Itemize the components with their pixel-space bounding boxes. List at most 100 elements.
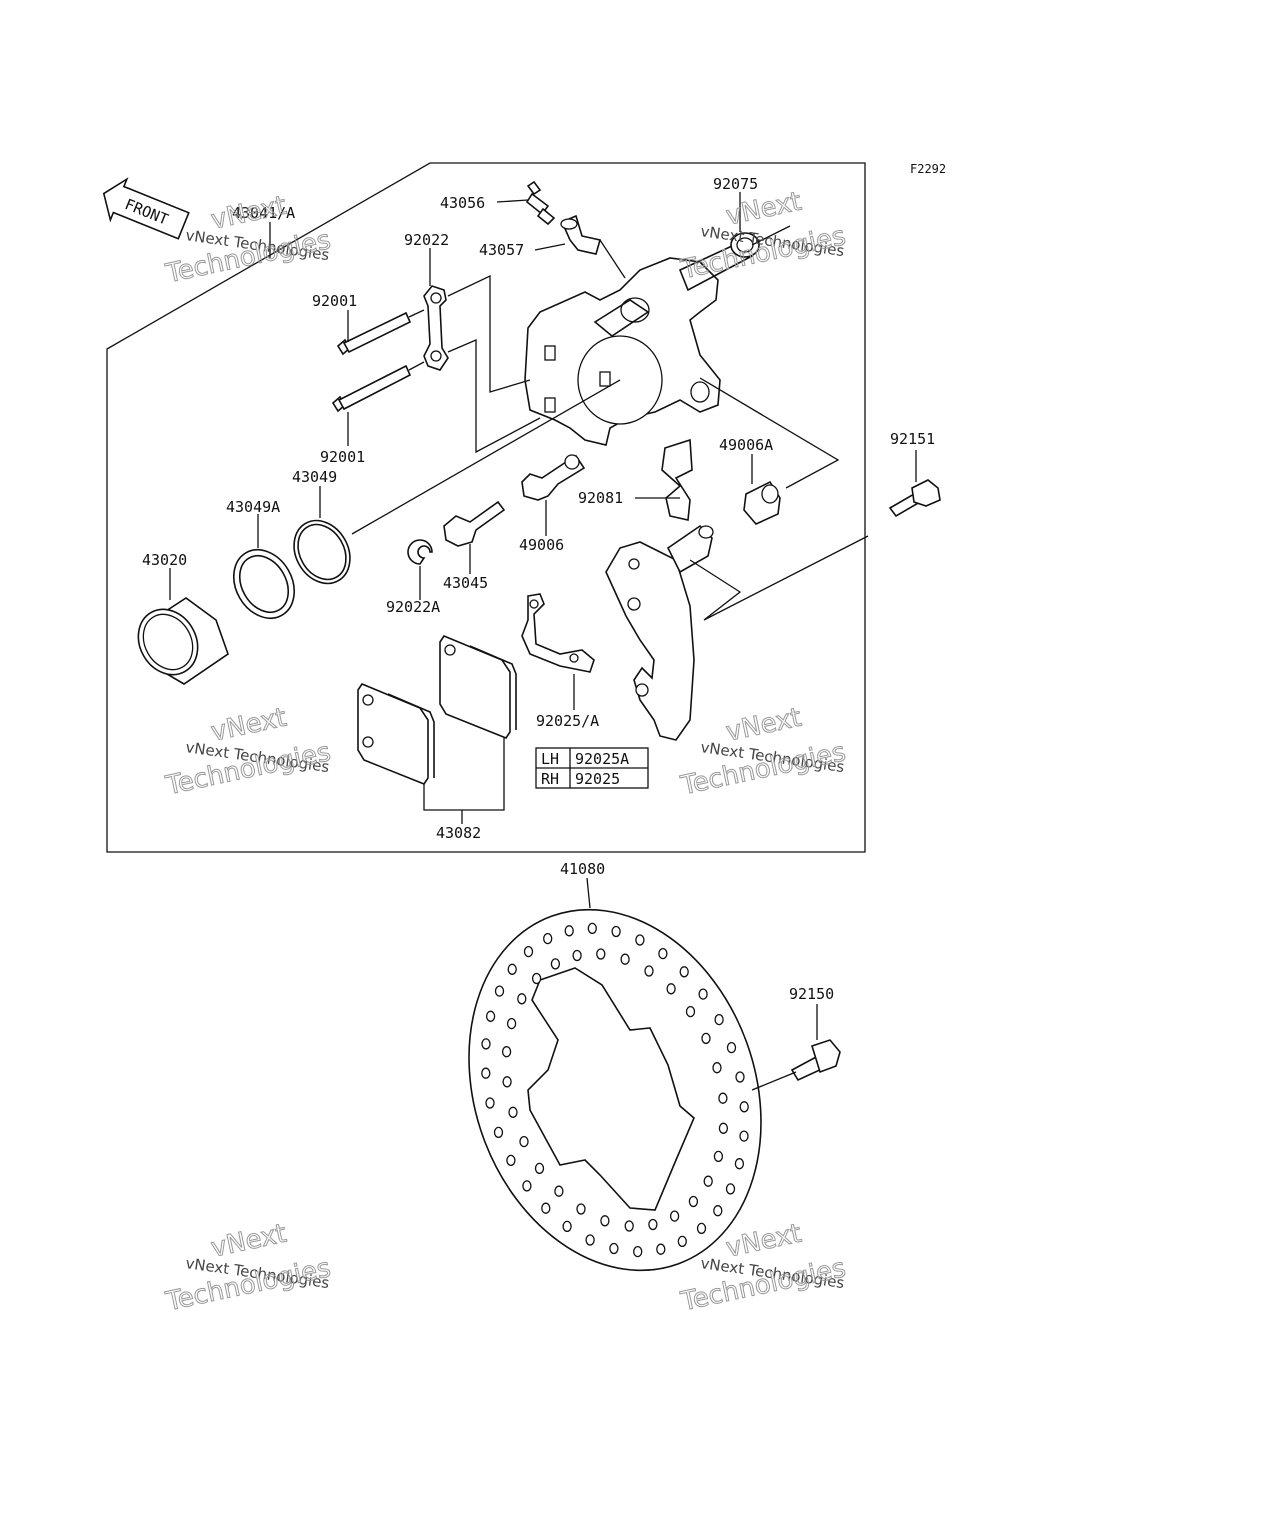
label-92075: 92075 <box>713 175 758 193</box>
side-table-lh-part: 92025A <box>575 750 629 768</box>
disc-hole <box>596 948 606 960</box>
leader-lines <box>169 192 917 1091</box>
disc-hole <box>666 983 676 995</box>
bolt-92001-top <box>336 311 412 356</box>
brake-disc <box>468 908 762 1272</box>
disc-hole <box>739 1130 749 1142</box>
disc-hole <box>543 932 553 945</box>
disc-hole <box>712 1062 722 1074</box>
caliper-bracket <box>605 524 714 741</box>
bleeder-valve <box>525 180 556 226</box>
label-43082: 43082 <box>436 824 481 842</box>
svg-text:vNext: vNext <box>724 1219 805 1264</box>
disc-hole <box>611 925 621 938</box>
disc-hole <box>648 1218 658 1231</box>
label-92022: 92022 <box>404 231 449 249</box>
side-table: LH 92025A RH 92025 <box>535 747 649 789</box>
disc-hole <box>506 1154 516 1167</box>
pin-43045 <box>443 500 506 547</box>
bleeder-cap <box>560 214 602 255</box>
disc-hole <box>485 1097 495 1109</box>
disc-hole <box>572 949 582 962</box>
disc-hole <box>501 1046 512 1058</box>
watermark-mid-right: vNext vNext Technologies Technologies <box>677 702 849 802</box>
disc-hole <box>656 1243 666 1255</box>
part-labels: 43041/A 43056 43057 92075 92022 92001 92… <box>142 175 935 1003</box>
watermark-top-left: vNext vNext Technologies Technologies <box>162 190 334 290</box>
disc-hole <box>507 963 517 975</box>
label-43041A: 43041/A <box>232 204 295 222</box>
assembly-frame <box>106 162 866 853</box>
label-49006: 49006 <box>519 536 564 554</box>
disc-hole <box>713 1205 723 1217</box>
disc-hole <box>677 1235 687 1248</box>
disc-hole <box>633 1245 643 1258</box>
disc-hole <box>726 1041 737 1054</box>
watermark-mid-left: vNext vNext Technologies Technologies <box>162 702 334 802</box>
bushing-49006A <box>743 480 781 525</box>
watermark-top-right: vNext vNext Technologies Technologies <box>677 186 849 286</box>
piston-seal-43049 <box>293 519 351 585</box>
disc-hole <box>481 1067 491 1079</box>
disc-hole <box>739 1101 749 1113</box>
disc-hole <box>669 1210 680 1222</box>
label-43020: 43020 <box>142 551 187 569</box>
disc-hole <box>620 953 630 965</box>
disc-hole <box>508 1106 518 1118</box>
side-table-rh-part: 92025 <box>575 770 620 788</box>
label-43049A: 43049A <box>226 498 280 516</box>
side-table-lh: LH <box>541 750 559 768</box>
label-43045: 43045 <box>443 574 488 592</box>
disc-hole <box>502 1076 512 1088</box>
bolt-92151 <box>888 479 941 518</box>
disc-hole <box>679 966 689 978</box>
label-41080: 41080 <box>560 860 605 878</box>
label-92022A: 92022A <box>386 598 440 616</box>
disc-hole <box>600 1215 610 1227</box>
figure-code: F2292 <box>910 162 946 176</box>
disc-hole <box>713 1150 724 1163</box>
disc-hole <box>494 985 505 997</box>
disc-hole <box>522 1180 532 1192</box>
disc-hole <box>714 1013 724 1026</box>
label-92025A: 92025/A <box>536 712 599 730</box>
disc-hole <box>698 988 708 1000</box>
svg-text:vNext: vNext <box>209 1219 290 1264</box>
svg-text:vNext: vNext <box>209 703 290 748</box>
front-arrow-icon: FRONT <box>102 177 190 240</box>
label-43057: 43057 <box>479 241 524 259</box>
disc-hole <box>481 1038 491 1050</box>
brake-pads <box>357 635 517 785</box>
disc-hole <box>735 1071 745 1083</box>
label-92151: 92151 <box>890 430 935 448</box>
disc-hole <box>718 1092 728 1104</box>
label-43056: 43056 <box>440 194 485 212</box>
disc-hole <box>550 958 561 970</box>
label-92150: 92150 <box>789 985 834 1003</box>
label-49006A: 49006A <box>719 436 773 454</box>
disc-hole <box>541 1202 551 1214</box>
disc-hole <box>485 1010 496 1022</box>
caliper-body <box>524 238 754 446</box>
disc-hole <box>523 945 534 958</box>
disc-hole <box>658 947 668 960</box>
disc-hole <box>576 1203 586 1215</box>
disc-hole <box>635 934 645 946</box>
disc-hole <box>554 1185 564 1197</box>
disc-hole <box>517 993 527 1005</box>
disc-hole <box>725 1183 736 1195</box>
disc-hole <box>609 1242 619 1255</box>
disc-hole <box>562 1220 572 1233</box>
disc-hole <box>701 1032 711 1045</box>
disc-hole <box>534 1162 545 1175</box>
plate-92022 <box>423 285 449 371</box>
disc-hole <box>696 1222 707 1235</box>
disc-hole <box>506 1017 517 1030</box>
watermark-bottom-left: vNext vNext Technologies Technologies <box>162 1218 334 1318</box>
disc-hole <box>703 1175 713 1187</box>
disc-hole <box>519 1135 529 1148</box>
disc-hole <box>685 1005 696 1018</box>
disc-hole <box>493 1126 504 1139</box>
label-92001-bottom: 92001 <box>320 448 365 466</box>
